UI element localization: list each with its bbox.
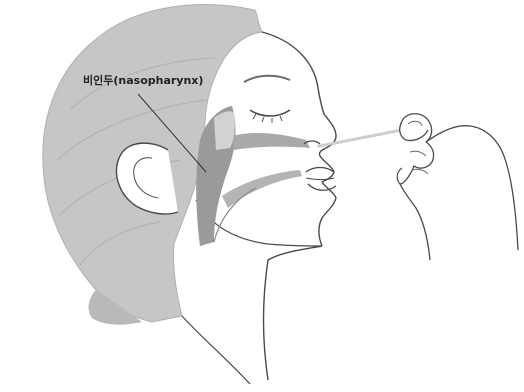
neck-back xyxy=(182,316,250,384)
swab-stick-edge xyxy=(318,130,410,148)
swab-stick xyxy=(318,128,410,146)
eyebrow xyxy=(244,76,290,82)
nasopharynx-label: 비인두(nasopharynx) xyxy=(83,73,203,87)
oral-cavity xyxy=(222,170,302,208)
lower-lip xyxy=(308,184,336,190)
finger-tip xyxy=(397,168,402,184)
nasal-passage xyxy=(232,133,310,150)
closed-eyelid xyxy=(250,110,290,116)
swab xyxy=(318,128,410,148)
eye xyxy=(244,76,290,123)
finger-crease xyxy=(410,151,428,174)
nose-mouth xyxy=(304,141,336,190)
nasal-airway xyxy=(196,106,310,246)
hand xyxy=(397,114,518,260)
upper-lip xyxy=(306,168,334,173)
neck-front xyxy=(264,246,323,380)
